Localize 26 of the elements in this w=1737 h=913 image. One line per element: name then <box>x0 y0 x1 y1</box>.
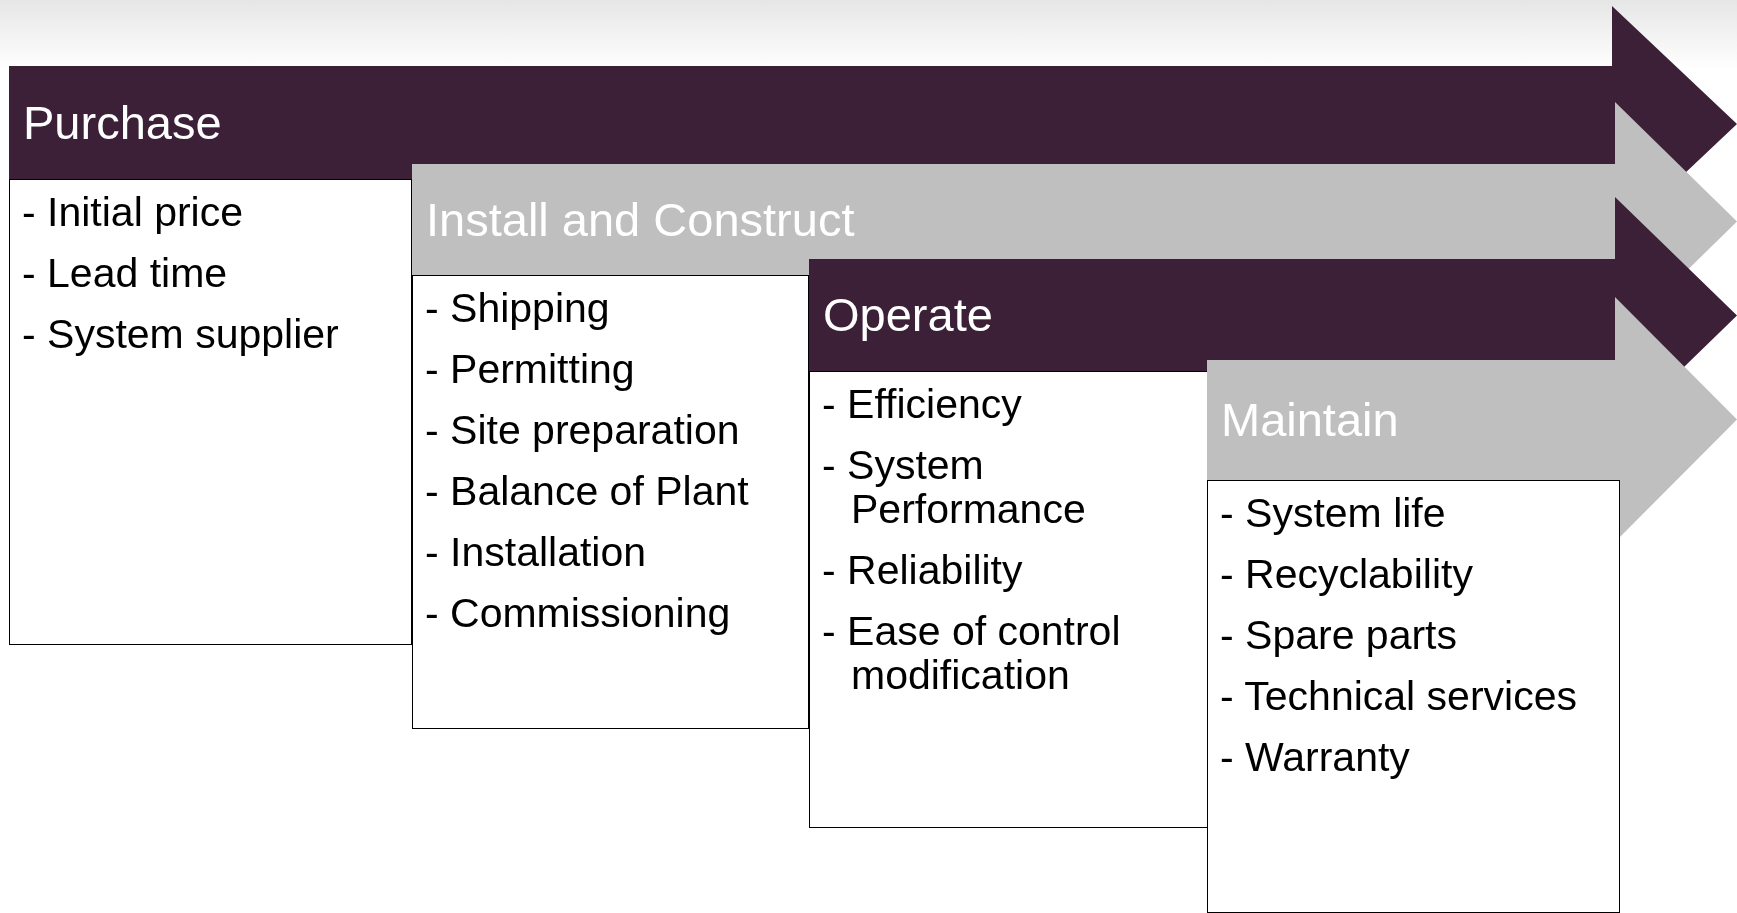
list-item: - Permitting <box>425 347 636 391</box>
list-item: - Spare parts <box>1220 613 1457 657</box>
phase-title: Purchase <box>23 95 222 150</box>
list-item: - Balance of Plant <box>425 469 749 513</box>
list-item: - Initial price <box>22 190 243 234</box>
list-item: - System life <box>1220 491 1446 535</box>
phase-title: Maintain <box>1221 393 1399 447</box>
list-item: - Technical services <box>1220 674 1577 718</box>
list-item: - Ease of control modification <box>822 609 1122 697</box>
list-item: - Lead time <box>22 251 228 295</box>
phase-title: Operate <box>823 288 993 342</box>
list-item: - Shipping <box>425 286 611 330</box>
list-panel <box>412 275 809 729</box>
list-panel <box>9 179 412 645</box>
list-item: - Site preparation <box>425 408 740 452</box>
list-item: - Warranty <box>1220 735 1411 779</box>
list-item: - System Performance <box>822 443 1087 531</box>
list-item: - Commissioning <box>425 591 732 635</box>
list-item: - Installation <box>425 530 648 574</box>
list-panel <box>1207 480 1620 913</box>
list-item: - Efficiency <box>822 382 1023 426</box>
list-panel <box>809 371 1208 828</box>
phase-title: Install and Construct <box>426 192 855 247</box>
list-item: - Recyclability <box>1220 552 1474 596</box>
list-item: - Reliability <box>822 548 1024 592</box>
list-item: - System supplier <box>22 312 339 356</box>
